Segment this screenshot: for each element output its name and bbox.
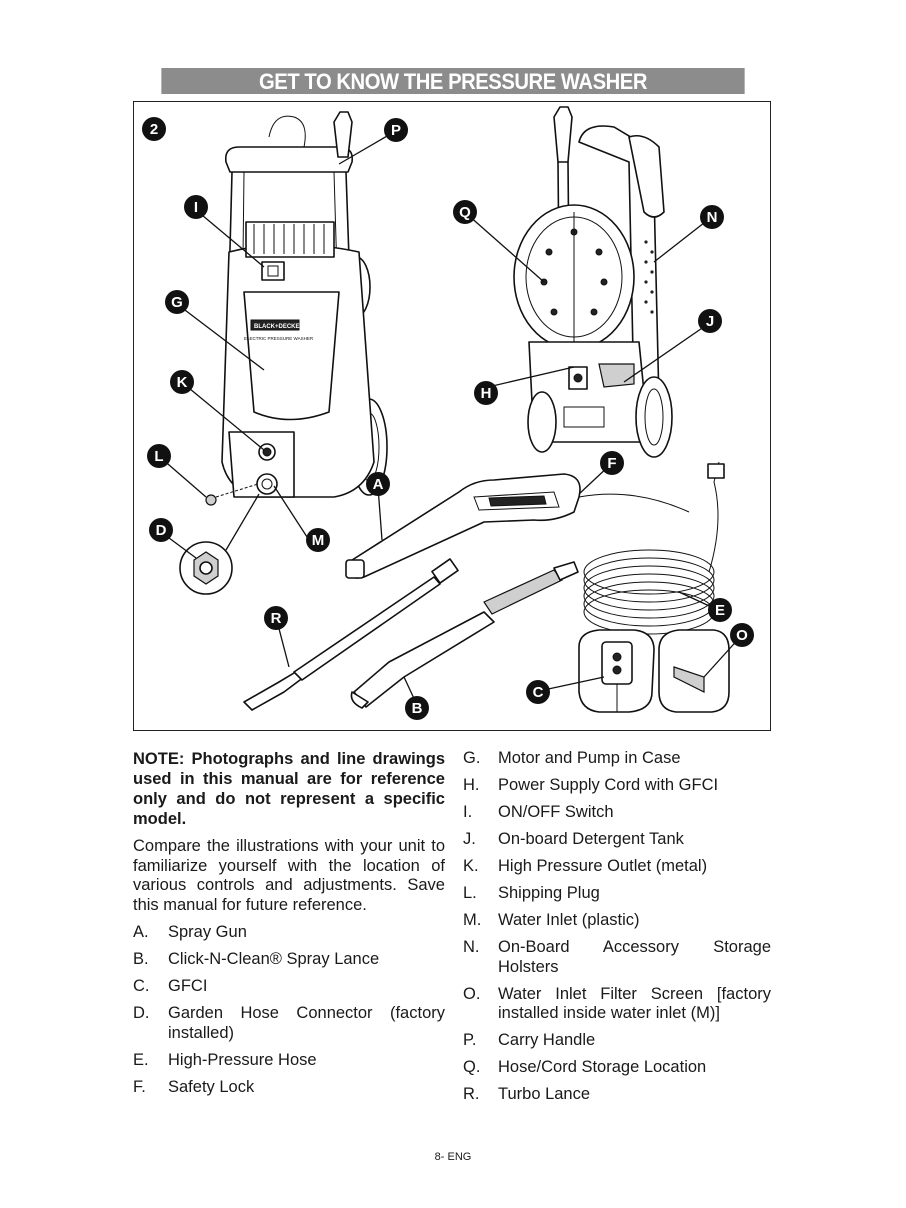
list-item: D.Garden Hose Connector (factory install… — [133, 1004, 445, 1042]
callout-B: B — [405, 696, 429, 720]
note-text: NOTE: Photographs and line drawings used… — [133, 750, 445, 828]
callout-K: K — [170, 370, 194, 394]
figure-2-illustration: BLACK+DECKER ELECTRIC PRESSURE WASHER — [133, 101, 771, 731]
svg-text:2: 2 — [150, 121, 158, 138]
callout-P: P — [384, 118, 408, 142]
filter-screen-inset — [658, 629, 730, 713]
list-item: J.On-board Detergent Tank — [463, 830, 684, 848]
list-item: H.Power Supply Cord with GFCI — [463, 776, 719, 794]
callout-R: R — [264, 606, 288, 630]
pressure-washer-diagram: BLACK+DECKER ELECTRIC PRESSURE WASHER — [142, 106, 754, 720]
callout-2: 2 — [142, 117, 166, 141]
callout-A: A — [366, 472, 390, 496]
list-item: K.High Pressure Outlet (metal) — [463, 857, 708, 875]
svg-text:N: N — [707, 209, 718, 226]
callout-M: M — [306, 528, 330, 552]
callout-E: E — [708, 598, 732, 622]
callout-J: J — [698, 309, 722, 333]
washer-rear-view — [513, 106, 673, 458]
svg-text:E: E — [715, 602, 725, 619]
svg-text:A: A — [373, 476, 384, 493]
svg-text:P: P — [391, 122, 401, 139]
svg-text:D: D — [156, 522, 167, 539]
list-item: F.Safety Lock — [133, 1077, 255, 1096]
list-item: A.Spray Gun — [133, 923, 247, 941]
list-item: L.Shipping Plug — [463, 884, 600, 902]
list-item: G.Motor and Pump in Case — [463, 749, 681, 767]
callout-H: H — [474, 381, 498, 405]
svg-text:G: G — [171, 294, 183, 311]
list-item: N.On-Board Accessory Storage Holsters — [463, 938, 771, 976]
svg-text:O: O — [736, 627, 748, 644]
high-pressure-hose — [578, 461, 725, 635]
callout-F: F — [600, 451, 624, 475]
washer-front-view: BLACK+DECKER ELECTRIC PRESSURE WASHER — [179, 111, 388, 595]
svg-text:I: I — [194, 199, 198, 216]
svg-text:K: K — [177, 374, 188, 391]
svg-text:F: F — [607, 455, 616, 472]
brand-label: BLACK+DECKER — [254, 324, 305, 330]
svg-text:R: R — [271, 610, 282, 627]
list-item: E.High-Pressure Hose — [133, 1050, 317, 1069]
spray-gun — [345, 473, 581, 579]
callout-I: I — [184, 195, 208, 219]
callout-G: G — [165, 290, 189, 314]
callout-Q: Q — [453, 200, 477, 224]
svg-text:J: J — [706, 313, 714, 330]
click-n-clean-lance — [350, 561, 579, 709]
left-column: NOTE: Photographs and line drawings used… — [133, 749, 445, 1105]
list-item: P.Carry Handle — [463, 1031, 596, 1049]
svg-text:Q: Q — [459, 204, 471, 221]
callout-O: O — [730, 623, 754, 647]
list-item: B.Click-N-Clean® Spray Lance — [133, 950, 380, 968]
callout-D: D — [149, 518, 173, 542]
gfci-inset — [578, 629, 655, 713]
section-title: GET TO KNOW THE PRESSURE WASHER — [161, 68, 745, 94]
svg-text:B: B — [412, 700, 423, 717]
svg-text:L: L — [154, 448, 163, 465]
list-item: O.Water Inlet Filter Screen [factory ins… — [463, 984, 771, 1023]
callout-N: N — [700, 205, 724, 229]
product-label: ELECTRIC PRESSURE WASHER — [244, 336, 314, 341]
svg-text:H: H — [481, 385, 492, 402]
list-item: Q.Hose/Cord Storage Location — [463, 1058, 707, 1076]
svg-text:C: C — [533, 684, 544, 701]
callout-C: C — [526, 680, 550, 704]
right-column: G.Motor and Pump in Case H.Power Supply … — [463, 749, 771, 1112]
list-item: I.ON/OFF Switch — [463, 803, 614, 821]
intro-text: Compare the illustrations with your unit… — [133, 837, 445, 914]
list-item: M.Water Inlet (plastic) — [463, 911, 640, 929]
turbo-lance — [243, 558, 459, 711]
svg-text:M: M — [312, 532, 325, 549]
callout-L: L — [147, 444, 171, 468]
page-number: 8- ENG — [434, 1151, 472, 1163]
list-item: R.Turbo Lance — [463, 1085, 591, 1103]
list-item: C.GFCI — [133, 977, 208, 995]
